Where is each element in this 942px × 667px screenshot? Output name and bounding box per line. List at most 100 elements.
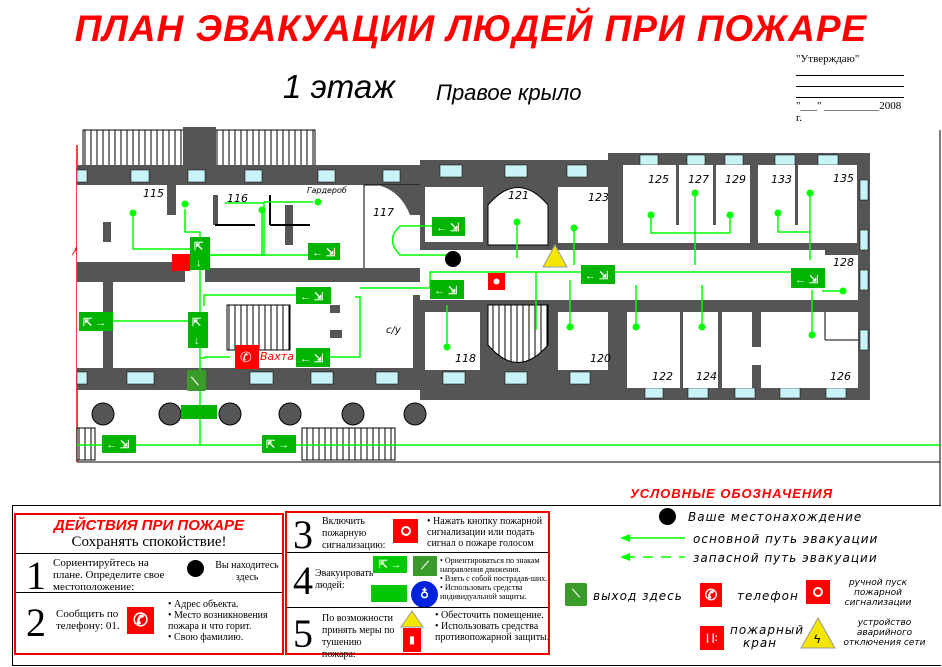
exit-signs: ⇱↓← ⇲← ⇲ ⇱ →⇱↓← ⇲ ← ⇲⇱ →← ⇲← ⇲ ← ⇲← ⇲⟍ [79, 217, 825, 453]
wing-label: Правое крыло [436, 80, 582, 105]
svg-text:⇱: ⇱ [194, 241, 203, 253]
you-are-here-icon [187, 560, 204, 577]
bottom-porch-stairs [301, 427, 396, 461]
legend-power-off: устройство аварийного отключения сети [843, 618, 926, 648]
bullet: Адрес объекта. [168, 599, 283, 610]
approval-date: "___" __________2008 г. [796, 100, 902, 124]
step-2: 2 Сообщить по телефону: 01. ✆ Адрес объе… [16, 592, 282, 655]
legend-location: Ваше местонахождение [688, 510, 863, 524]
floor-label: 1 этаж [283, 68, 395, 105]
room-115: 115 [143, 187, 164, 200]
svg-text:⇱: ⇱ [192, 317, 201, 329]
step-number: 2 [26, 600, 46, 645]
step-text: Включить пожарную сигнализацию: [322, 516, 386, 551]
step-3: 3 Включить пожарную сигнализацию: Нажать… [287, 512, 548, 557]
fire-hydrant-icon: | |: [700, 626, 724, 650]
signature-line [796, 76, 904, 87]
step-text: Сориентируйтесь на плане. Определите сво… [53, 557, 165, 593]
info-panel [12, 505, 941, 666]
legend-spare-route: запасной путь эвакуации [693, 551, 878, 565]
green-bar-icon [371, 585, 407, 602]
step-text: По возможности принять меры по тушению п… [322, 613, 395, 660]
room-126: 126 [830, 370, 851, 383]
fire-hydrant-marker [172, 254, 190, 271]
bullet: Место возникновения пожара и что горит. [168, 610, 283, 632]
step-text: Эвакуировать людей: [315, 568, 374, 591]
phone-icon [235, 345, 259, 369]
step-note: Вы находитесь здесь [215, 560, 279, 583]
step-number: 5 [293, 611, 313, 656]
bullet: Использовать средства противопожарной за… [435, 621, 552, 643]
room-120: 120 [590, 352, 611, 365]
room-125: 125 [648, 173, 669, 186]
bullet: Ориентироваться по знакам направления дв… [440, 556, 552, 574]
room-122: 122 [652, 370, 673, 383]
room-135: 135 [833, 172, 854, 185]
svg-text:⇱ →: ⇱ → [83, 317, 106, 329]
bullet: Взять с собой пострадав-ших. [440, 574, 552, 583]
room-124: 124 [696, 370, 717, 383]
step-4: 4 Эвакуировать людей: ⇱ → ⟋ ♁ Ориентиров… [287, 552, 548, 608]
inner-staircase [226, 304, 291, 351]
exit-door-icon [187, 370, 206, 391]
route-lines-icon [620, 534, 685, 561]
legend-title: УСЛОВНЫЕ ОБОЗНАЧЕНИЯ [630, 486, 834, 501]
fire-extinguisher-icon: ▮ [403, 628, 421, 652]
svg-text:← ⇲: ← ⇲ [312, 247, 335, 259]
room-127: 127 [688, 173, 709, 186]
bullet: Обесточить помещение. [435, 610, 552, 621]
legend-hydrant: пожарный кран [730, 623, 805, 650]
legend-exit: выход здесь [593, 589, 683, 603]
exit-door-icon: ⟋ [413, 556, 437, 576]
guard-post-label: Вахта [260, 350, 294, 363]
room-133: 133 [771, 173, 792, 186]
approval-block: "Утверждаю" "___" __________2008 г. [796, 53, 904, 124]
legend-main-route: основной путь эвакуации [693, 532, 879, 546]
actions-title: ДЕЙСТВИЯ ПРИ ПОЖАРЕ [53, 517, 245, 534]
actions-subtitle: Сохранять спокойствие! [71, 534, 227, 550]
svg-text:⟍: ⟍ [190, 376, 200, 388]
exit-sign-icon: ⇱ → [373, 556, 407, 573]
room-118: 118 [455, 352, 476, 365]
svg-text:ϟ: ϟ [814, 632, 821, 646]
columns [91, 402, 427, 426]
svg-text:← ⇲: ← ⇲ [795, 274, 818, 286]
phone-glyph: ✆ [240, 349, 252, 365]
room-123: 123 [588, 191, 609, 204]
plan-title: ПЛАН ЭВАКУАЦИИ ЛЮДЕЙ ПРИ ПОЖАРЕ [74, 8, 868, 49]
spiral-staircase [487, 304, 549, 363]
room-128: 128 [833, 256, 854, 269]
signature-line [796, 65, 904, 76]
room-116: 116 [227, 192, 248, 205]
power-cutoff-icon [542, 243, 568, 268]
svg-text:← ⇲: ← ⇲ [106, 439, 129, 451]
step-text: Сообщить по телефону: 01. [56, 608, 120, 632]
floor-plan: 115 116 Гардероб 117 118 120 121 122 123… [71, 127, 941, 505]
location-marker-icon [659, 508, 676, 525]
power-cutoff-icon: ϟ [800, 617, 836, 649]
svg-text:← ⇲: ← ⇲ [300, 353, 323, 365]
phone-icon: ✆ [700, 583, 722, 607]
phone-icon: ✆ [127, 607, 154, 634]
svg-text:⇱ →: ⇱ → [266, 439, 289, 451]
svg-text:← ⇲: ← ⇲ [434, 285, 457, 297]
svg-text:← ⇲: ← ⇲ [436, 222, 459, 234]
fire-alarm-button-icon [393, 519, 418, 543]
power-cutoff-icon [400, 610, 424, 628]
svg-text:↓: ↓ [196, 257, 202, 269]
legend-phone: телефон [737, 589, 799, 603]
fire-actions-box-left: ДЕЙСТВИЯ ПРИ ПОЖАРЕ Сохранять спокойстви… [14, 513, 284, 655]
room-wardrobe: Гардероб [307, 186, 347, 195]
protective-equipment-icon: ♁ [411, 581, 438, 608]
bullet: Использовать средства индивидуальной защ… [440, 583, 552, 601]
bullet: Нажать кнопку пожарной сигнализации или … [427, 516, 552, 549]
step-number: 1 [26, 553, 46, 598]
step-number: 3 [293, 512, 313, 557]
fire-alarm-button-icon [806, 580, 830, 604]
step-5: 5 По возможности принять меры по тушению… [287, 607, 549, 660]
you-are-here-marker [445, 251, 461, 267]
approval-label: "Утверждаю" [796, 53, 860, 65]
room-117: 117 [373, 206, 394, 219]
room-wc: с/у [386, 325, 402, 336]
bullet: Свою фамилию. [168, 632, 283, 643]
